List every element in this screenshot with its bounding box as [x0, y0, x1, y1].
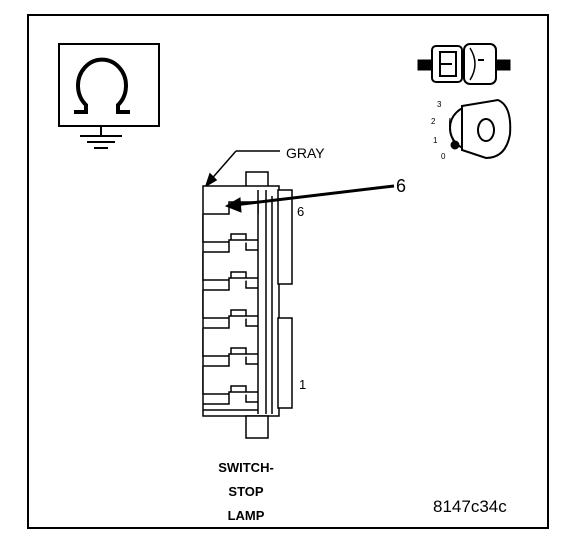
- caption-line: SWITCH-: [218, 460, 274, 475]
- pin-6-arrow: [224, 184, 395, 213]
- terminal-cavities: [202, 201, 259, 411]
- ignition-key-icon: [449, 98, 512, 160]
- wire-color-label: GRAY: [286, 145, 325, 161]
- ignition-position-label: 1: [433, 136, 438, 145]
- figure-id: 8147c34c: [433, 497, 507, 516]
- caption-line: LAMP: [227, 508, 265, 523]
- caption-line: STOP: [228, 484, 264, 499]
- connector-caption: SWITCH- STOP LAMP: [200, 456, 292, 528]
- ignition-position-label: 3: [437, 100, 442, 109]
- pin-label-top: 6: [297, 204, 305, 219]
- diagram-frame: [27, 14, 549, 529]
- connector-views-icon: [417, 43, 511, 85]
- callout-number: 6: [396, 176, 407, 196]
- ignition-position-label: 0: [441, 152, 446, 161]
- ignition-position-label: 2: [431, 117, 436, 126]
- gray-wire-leader: [204, 150, 280, 188]
- pin-label-bottom: 1: [299, 377, 307, 392]
- ground-symbol-icon: [58, 43, 160, 149]
